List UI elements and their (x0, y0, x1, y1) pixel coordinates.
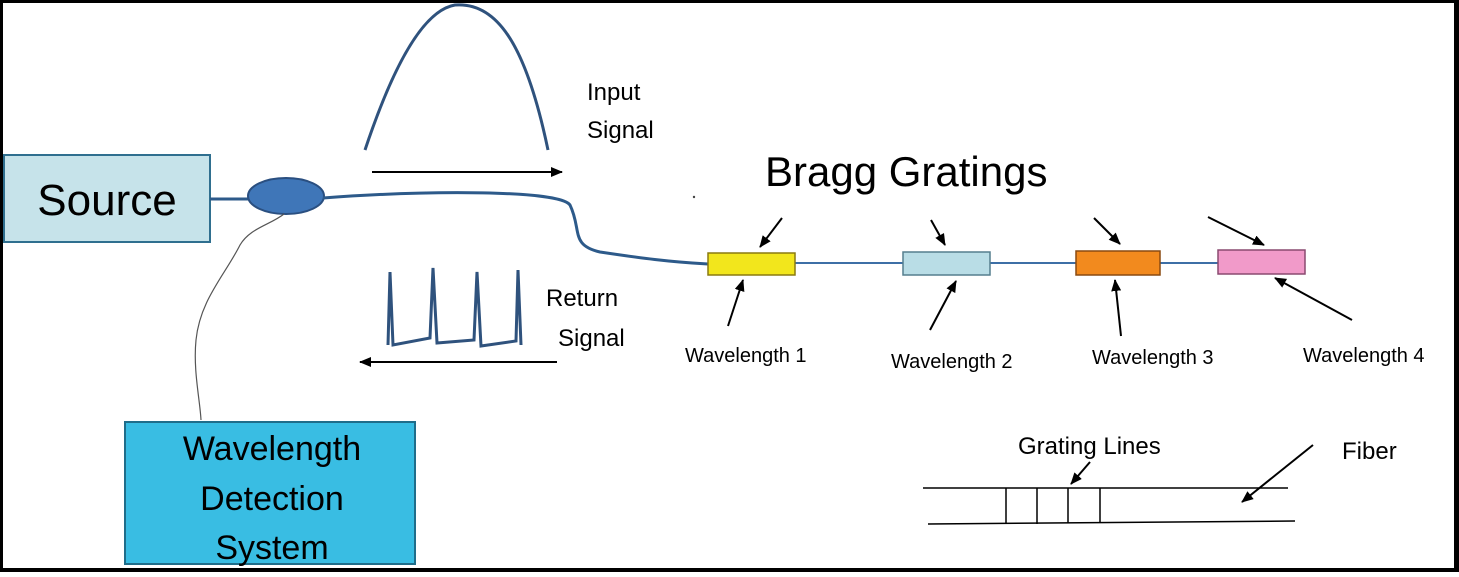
detection-box (124, 421, 416, 565)
fiber-detail-bottom (927, 520, 1296, 525)
main-fiber (322, 191, 709, 266)
return-signal-line-2: Signal (558, 325, 625, 352)
grating-4-label: Wavelength 4 (1303, 345, 1425, 367)
grating-4 (1217, 249, 1306, 275)
input-signal-line-2: Signal (587, 117, 654, 144)
coupler (247, 177, 325, 215)
fiber-label: Fiber (1342, 438, 1397, 465)
grating-lines-arrow (1070, 461, 1091, 485)
grating-lines-label: Grating Lines (1018, 433, 1161, 460)
grating-3 (1075, 250, 1161, 276)
bragg-title: Bragg Gratings (765, 148, 1047, 195)
input-signal-line-1: Input (587, 79, 641, 106)
return-signal-line-1: Return (546, 285, 618, 312)
grating-4-bottom-arrow (1274, 277, 1353, 321)
grating-1-label: Wavelength 1 (685, 345, 807, 367)
grating-3-bottom-arrow (1111, 279, 1122, 337)
stray-dot (692, 195, 696, 199)
grating-3-label: Wavelength 3 (1092, 347, 1214, 369)
detection-line-2: Detection (200, 480, 344, 518)
grating-1-top-arrow (759, 217, 783, 248)
grating-1 (707, 252, 796, 276)
grating-2 (902, 251, 991, 276)
grating-4-top-arrow (1207, 216, 1265, 246)
grating-2-top-arrow (930, 219, 946, 246)
input-pulse (363, 3, 550, 151)
detection-line-3: System (215, 529, 328, 567)
fiber-arrow (1241, 444, 1314, 503)
grating-2-bottom-arrow (929, 280, 957, 331)
grating-2-label: Wavelength 2 (891, 351, 1013, 373)
detection-fiber (194, 213, 285, 421)
return-pulses (386, 267, 523, 348)
grating-1-bottom-arrow (727, 279, 745, 327)
grating-3-top-arrow (1093, 217, 1121, 245)
source-label: Source (37, 176, 176, 225)
source-box (3, 154, 211, 243)
detection-line-1: Wavelength (183, 430, 361, 468)
